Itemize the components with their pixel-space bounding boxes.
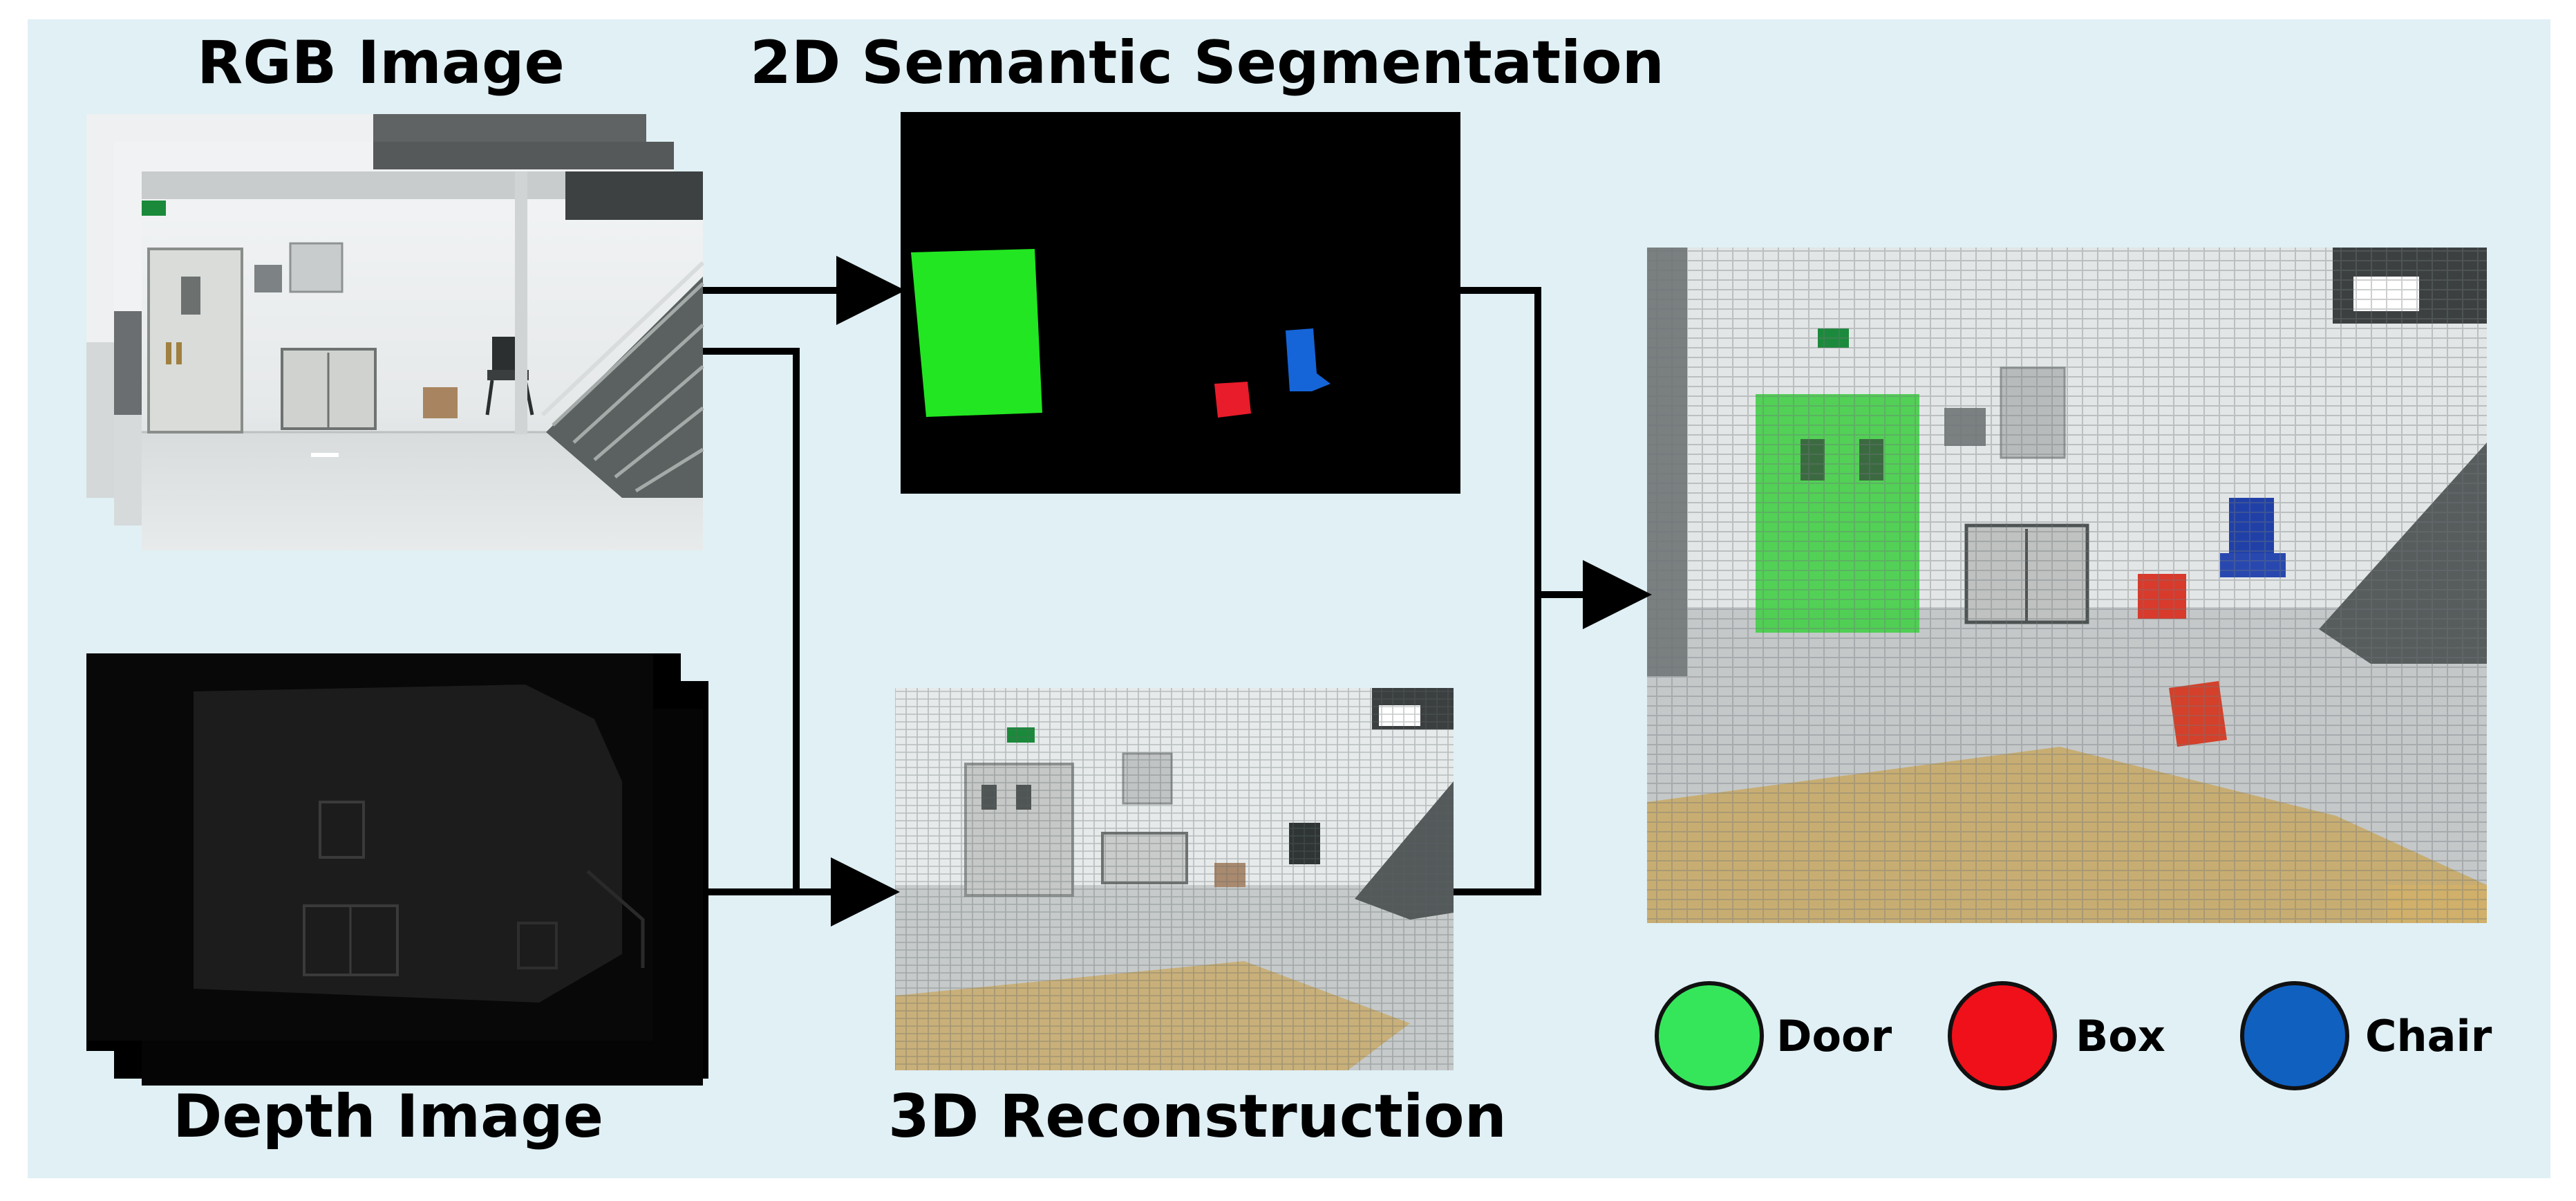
legend-door-label: Door: [1776, 1011, 1892, 1061]
semantic-segmentation-label: 2D Semantic Segmentation: [750, 28, 1664, 97]
segment-door: [911, 249, 1042, 417]
reconstruction-image: [895, 688, 1454, 1070]
arrows: [703, 256, 1652, 927]
depth-image-stack: [86, 653, 708, 1086]
legend-door-swatch: [1655, 981, 1764, 1090]
segment-chair: [1286, 328, 1331, 391]
rgb-image-label: RGB Image: [197, 28, 565, 97]
legend-chair-label: Chair: [2365, 1011, 2492, 1061]
rgb-frame-front: [142, 171, 705, 550]
semantic-reconstruction-image: [1647, 248, 2487, 923]
legend-chair-swatch: [2240, 981, 2349, 1090]
semantic-segmentation-image: [901, 112, 1460, 494]
segment-box: [1214, 382, 1251, 418]
rgb-image-stack: [86, 114, 705, 550]
legend-box-swatch: [1948, 981, 2057, 1090]
arrow-segmentation-to-fusion: [1460, 287, 1541, 595]
arrow-rgb-to-reconstruction: [703, 348, 800, 892]
reconstruction-label: 3D Reconstruction: [888, 1082, 1507, 1151]
depth-image-label: Depth Image: [173, 1082, 604, 1151]
legend: [1655, 981, 2349, 1090]
legend-box-label: Box: [2076, 1011, 2165, 1061]
arrow-reconstruction-to-fusion: [1454, 595, 1541, 895]
